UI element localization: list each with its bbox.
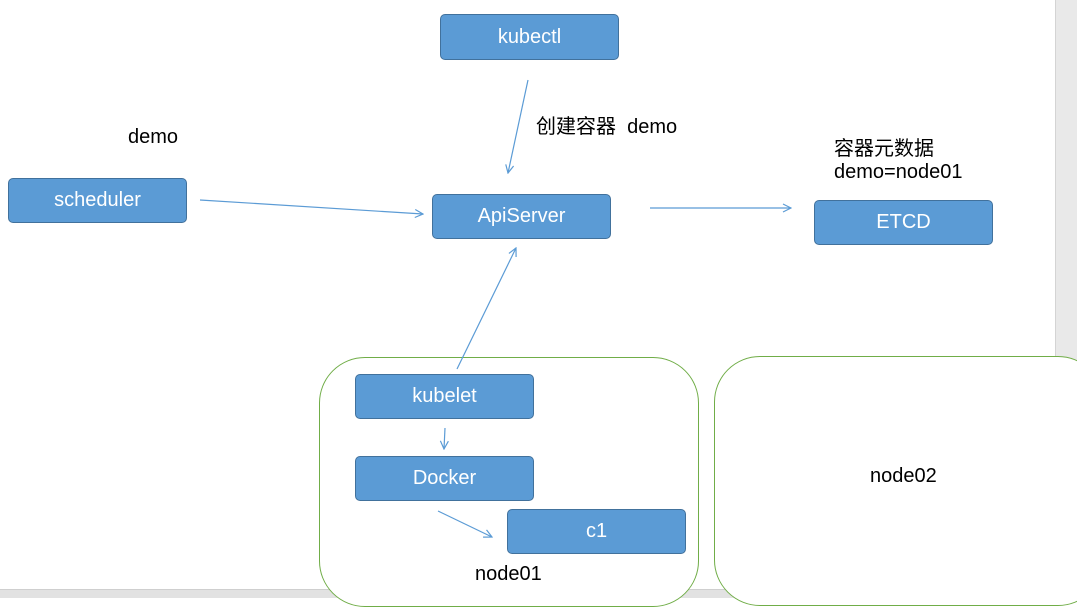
scheduler-box[interactable]: scheduler bbox=[8, 178, 187, 223]
apiserver-label: ApiServer bbox=[477, 205, 566, 227]
arrow-kubelet-to-apiserver bbox=[456, 248, 516, 370]
apiserver-box[interactable]: ApiServer bbox=[432, 194, 611, 239]
kubelet-label: kubelet bbox=[412, 385, 477, 407]
etcd-metadata-value: demo=node01 bbox=[834, 161, 963, 183]
docker-box[interactable]: Docker bbox=[355, 456, 534, 501]
etcd-box[interactable]: ETCD bbox=[814, 200, 993, 245]
kubectl-label: kubectl bbox=[497, 25, 562, 48]
docker-label: Docker bbox=[412, 467, 477, 489]
c1-box[interactable]: c1 bbox=[507, 509, 686, 554]
node01-label: node01 bbox=[475, 563, 542, 585]
demo-label: demo bbox=[128, 126, 179, 148]
arrow-scheduler-to-apiserver bbox=[199, 199, 423, 214]
node02-group bbox=[714, 356, 1077, 606]
arrow-kubectl-to-apiserver bbox=[508, 79, 529, 173]
etcd-label: ETCD bbox=[876, 211, 931, 233]
kubelet-box[interactable]: kubelet bbox=[355, 374, 534, 419]
create-container-label: 创建容器 demo bbox=[536, 116, 678, 138]
c1-label: c1 bbox=[585, 520, 608, 542]
node02-label: node02 bbox=[870, 465, 937, 487]
scheduler-label: scheduler bbox=[54, 189, 141, 211]
etcd-metadata-title: 容器元数据 bbox=[834, 138, 934, 160]
kubectl-box[interactable]: kubectl bbox=[440, 14, 619, 60]
